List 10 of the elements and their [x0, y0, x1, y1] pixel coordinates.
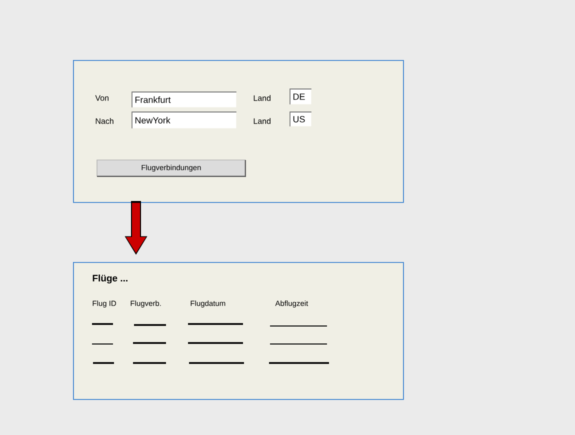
input-field: DE — [290, 88, 312, 105]
input-field: Frankfurt — [132, 92, 237, 108]
input-field: NewYork — [132, 112, 237, 129]
field-label: Land — [254, 95, 270, 101]
field-label: Von — [95, 95, 108, 101]
input-field: US — [290, 112, 312, 127]
field-label: Land — [254, 118, 270, 124]
panel-title: Flüge ... — [92, 274, 128, 284]
field-label: Nach — [96, 118, 114, 124]
arrow — [124, 201, 148, 255]
